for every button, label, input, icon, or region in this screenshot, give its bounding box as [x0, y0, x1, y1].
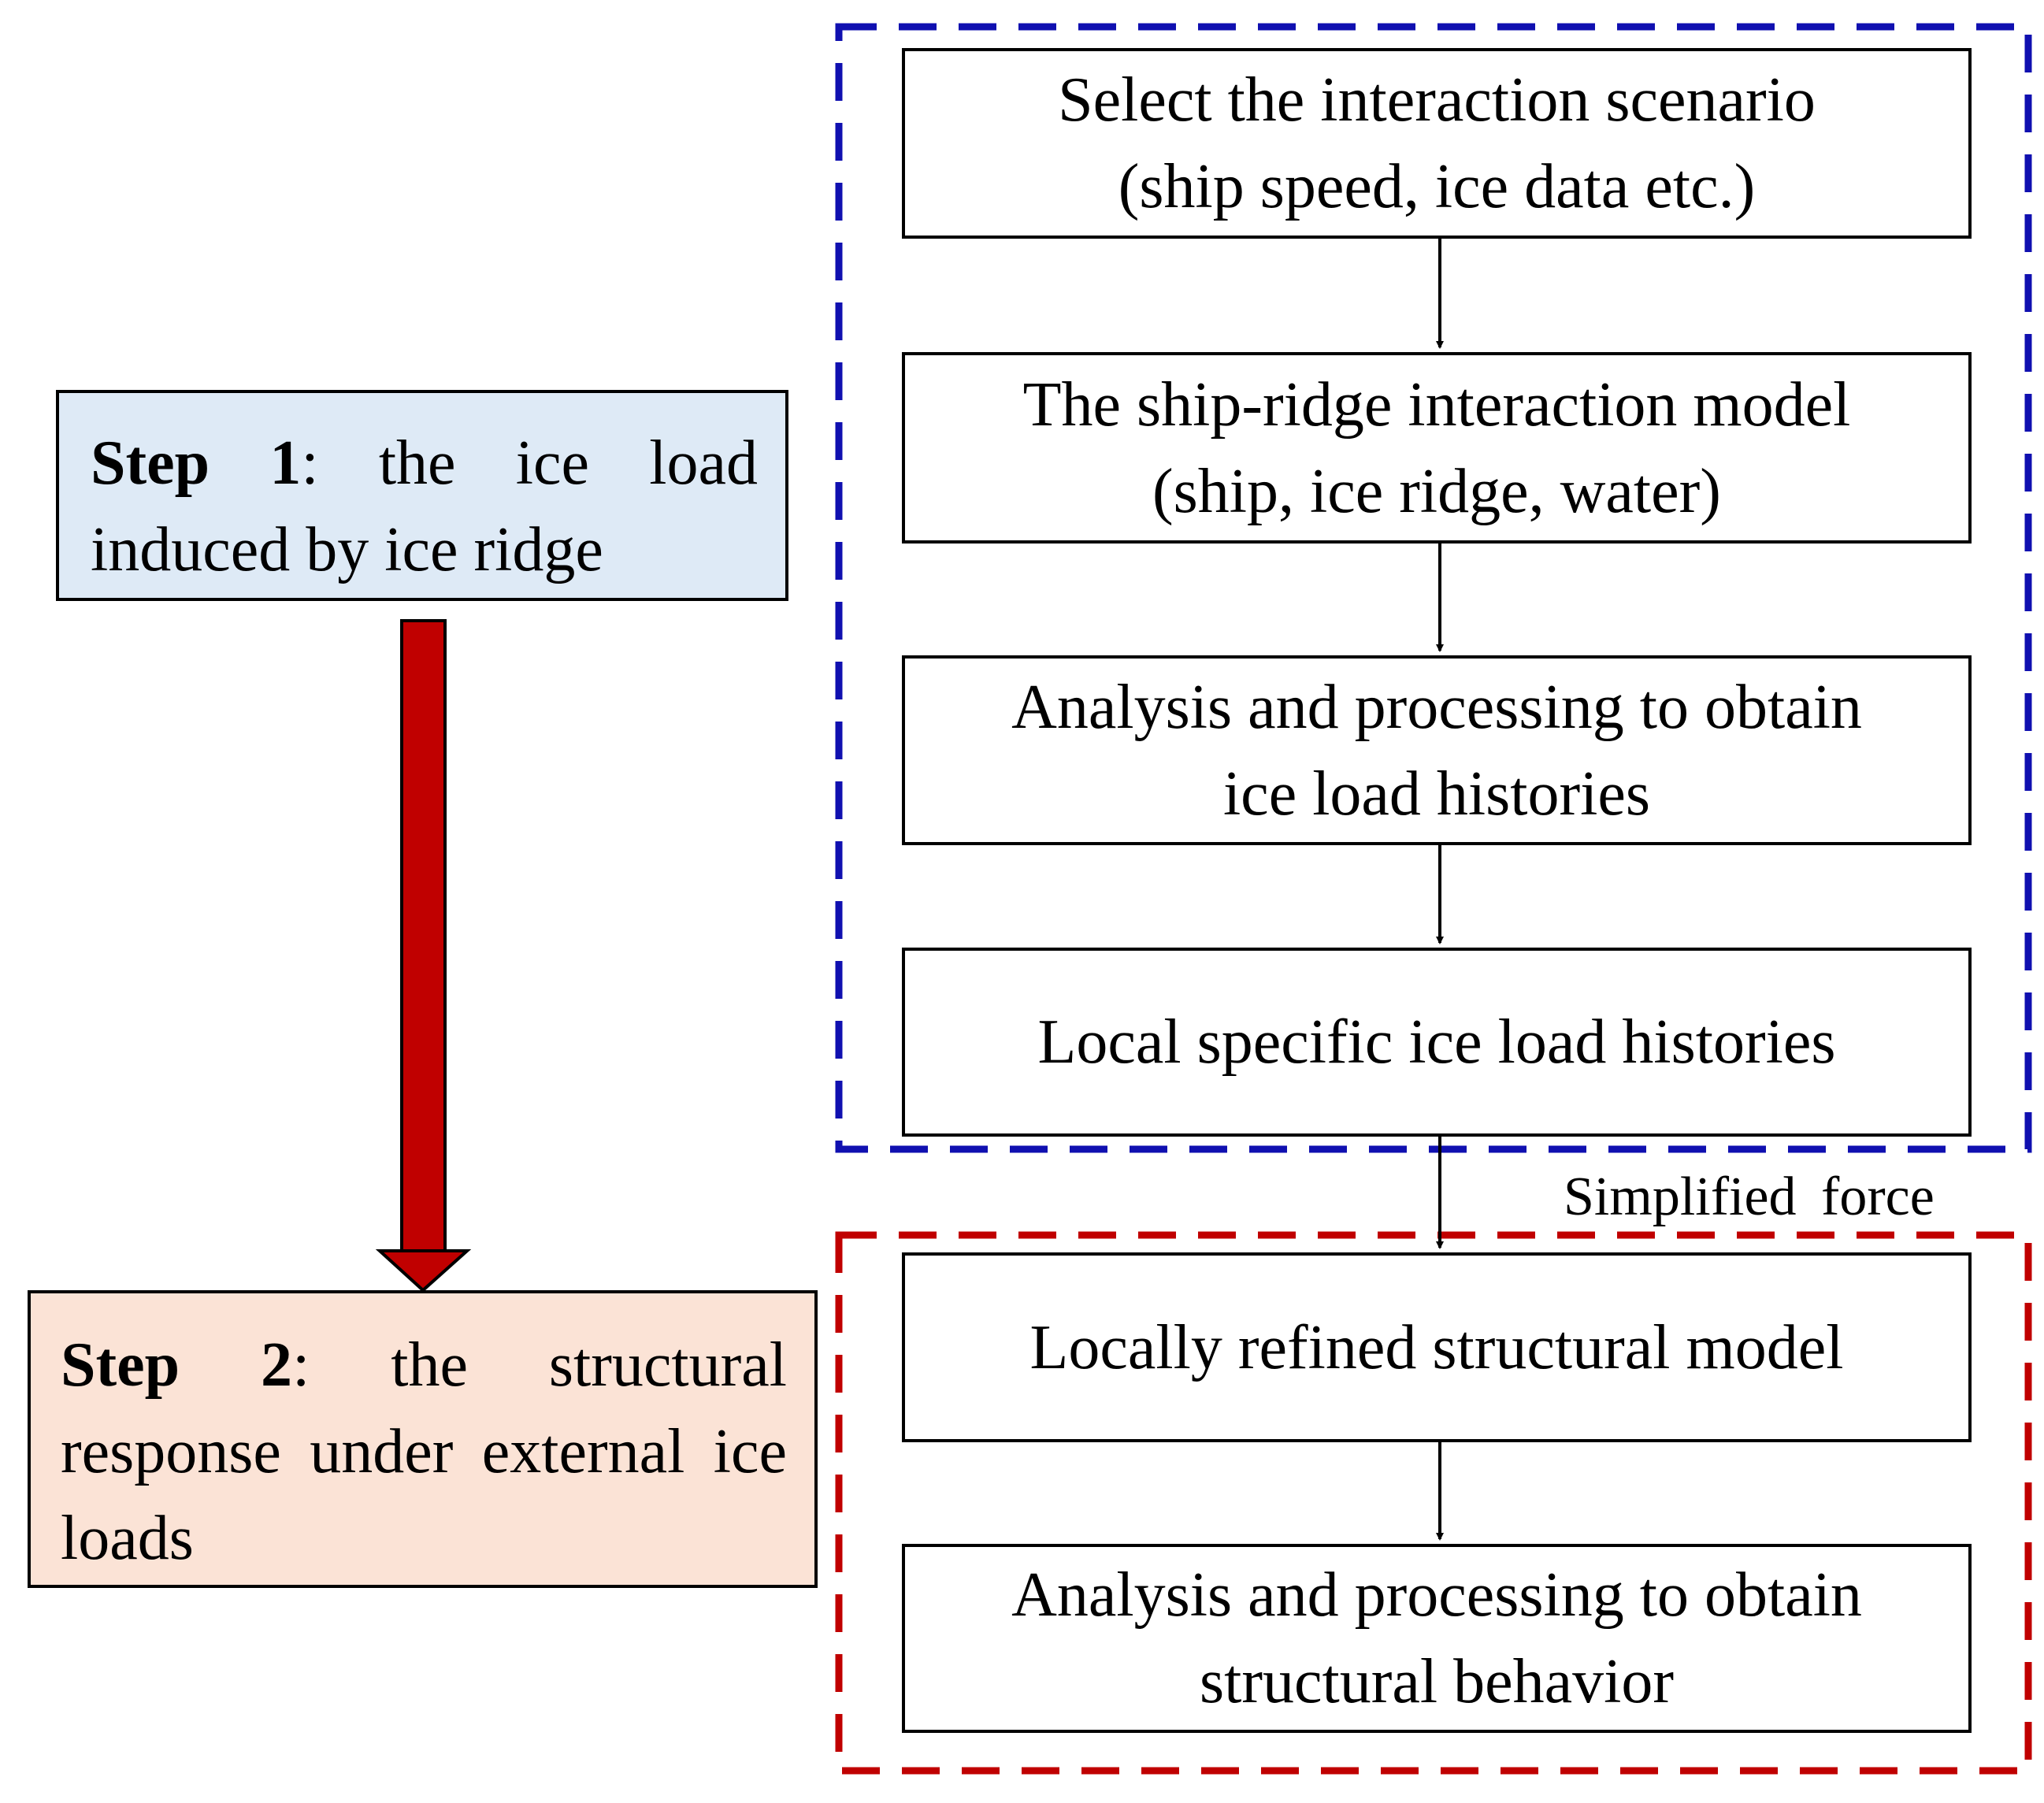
step1-box: Step 1: the ice load induced by ice ridg…: [56, 390, 788, 601]
flow-box-3-line-1: Analysis and processing to obtain: [1011, 672, 1862, 742]
flow-box-2-line-1: The ship-ridge interaction model: [1022, 369, 1851, 440]
step2-box: Step 2: the structural response under ex…: [28, 1290, 818, 1588]
step2-text: : the structural response under external…: [61, 1330, 787, 1573]
red-dashed-frame: [835, 1231, 2032, 1775]
flow-box-local-ice-load: Local specific ice load histories: [902, 948, 1972, 1137]
flow-box-2-line-2: (ship, ice ridge, water): [1152, 456, 1721, 526]
flow-box-select-scenario: Select the interaction scenario (ship sp…: [902, 48, 1972, 239]
flow-box-4-line-1: Local specific ice load histories: [1037, 1007, 1836, 1077]
flow-box-interaction-model: The ship-ridge interaction model (ship, …: [902, 352, 1972, 543]
flow-box-structural-behavior: Analysis and processing to obtain struct…: [902, 1544, 1972, 1733]
flow-box-ice-load-histories: Analysis and processing to obtain ice lo…: [902, 655, 1972, 845]
step-transition-arrow: [375, 619, 472, 1293]
step1-label: Step 1: [91, 428, 302, 498]
flow-box-5-line-1: Locally refined structural model: [1029, 1312, 1844, 1382]
flow-box-structural-model: Locally refined structural model: [902, 1252, 1972, 1442]
step2-label: Step 2: [61, 1330, 293, 1400]
simplified-force-label: Simplified force: [1564, 1167, 1935, 1227]
flow-box-1-line-2: (ship speed, ice data etc.): [1118, 152, 1756, 221]
blue-dashed-frame: [835, 23, 2032, 1153]
flow-box-6-line-1: Analysis and processing to obtain: [1011, 1560, 1862, 1630]
step1-text: : the ice load induced by ice ridge: [91, 428, 759, 584]
flow-box-1-line-1: Select the interaction scenario: [1058, 65, 1816, 135]
flow-box-6-line-2: structural behavior: [1200, 1647, 1674, 1716]
flow-box-3-line-2: ice load histories: [1222, 759, 1651, 829]
